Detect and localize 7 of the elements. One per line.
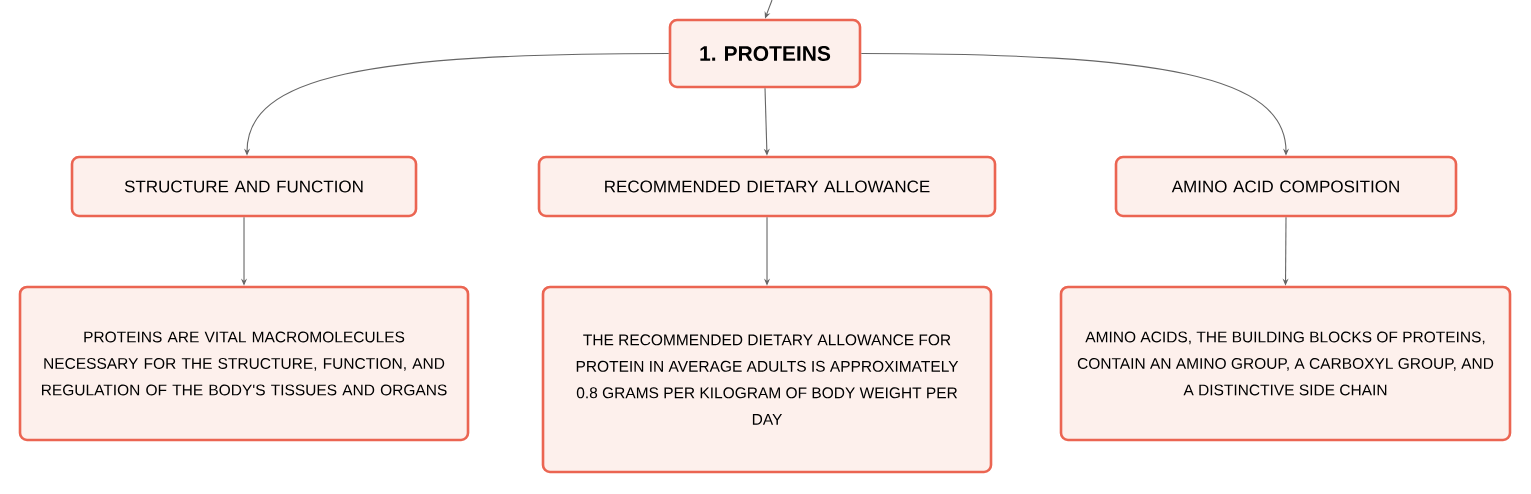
description-box: AMINO ACIDS, THE BUILDING BLOCKS OF PROTEINS, CONTAIN AN AMINO GROUP, A CARBOXYL GROUP, AND A DISTINCTIVE SIDE CHAIN — [1059, 285, 1512, 442]
heading-box: STRUCTURE AND FUNCTION — [70, 155, 418, 218]
description-box: PROTEINS ARE VITAL MACROMOLECULES NECESSARY FOR THE STRUCTURE, FUNCTION, AND REGULATION OF THE BODY'S TISSUES AND ORGANS — [18, 285, 470, 442]
description-box: THE RECOMMENDED DIETARY ALLOWANCE FOR PROTEIN IN AVERAGE ADULTS IS APPROXIMATELY 0.8 GRAMS PER KILOGRAM OF BODY WEIGHT PER DAY — [541, 285, 993, 474]
heading-box: RECOMMENDED DIETARY ALLOWANCE — [537, 155, 997, 218]
heading-box: AMINO ACID COMPOSITION — [1114, 155, 1458, 218]
topic-box: 1. PROTEINS — [668, 18, 862, 89]
